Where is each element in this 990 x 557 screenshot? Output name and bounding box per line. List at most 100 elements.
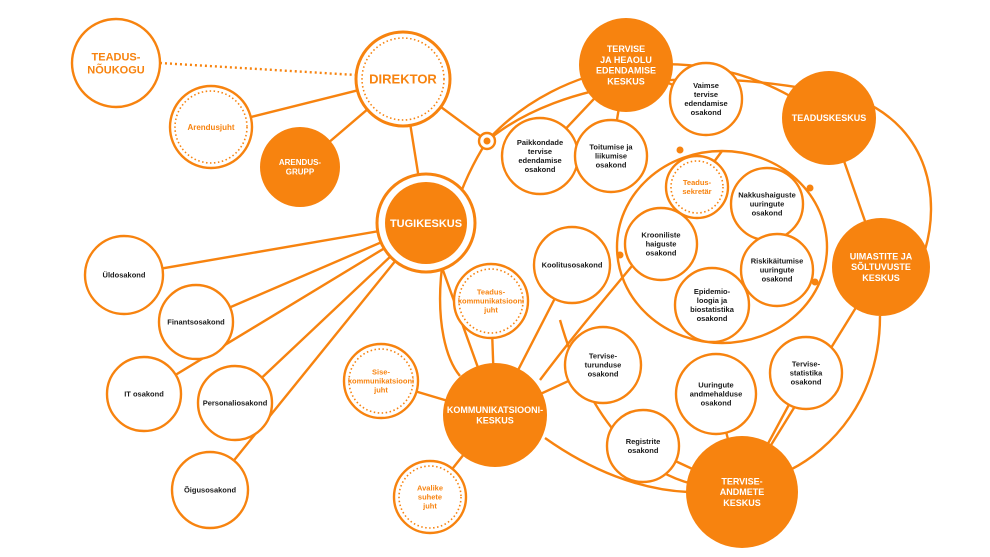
node-label-line: Arendusjuht — [187, 123, 234, 132]
node-label-line: kommunikatsiooni — [458, 297, 524, 306]
node-disc — [832, 218, 930, 316]
node-finants[interactable]: Finantsosakond — [157, 283, 235, 361]
node-label-line: TEADUSKESKUS — [792, 113, 867, 123]
node-label-line: Personaliosakond — [203, 399, 268, 408]
node-it[interactable]: IT osakond — [105, 355, 183, 433]
node-label-line: IT osakond — [124, 390, 164, 399]
node-label-line: osakond — [588, 370, 619, 379]
hub-dot — [483, 137, 491, 145]
node-label-line: osakond — [762, 275, 793, 284]
node-label-line: tervise — [694, 90, 718, 99]
node-uldosakond[interactable]: Üldosakond — [83, 234, 165, 316]
node-label-line: GRUPP — [286, 168, 315, 177]
node-label-line: osakond — [628, 446, 659, 455]
node-label-line: Teadus- — [683, 178, 712, 187]
node-inner-dotted-ring — [174, 90, 248, 164]
node-label-line: TERVISE — [607, 44, 645, 54]
node-label-line: Epidemio- — [694, 287, 731, 296]
node-label-line: TEADUS- — [92, 51, 141, 63]
node-ring — [157, 283, 235, 361]
orbit-bottom-arc — [544, 437, 689, 494]
junction-dot — [616, 251, 624, 259]
node-teadussekretar[interactable]: Teadus-sekretär — [664, 154, 730, 220]
node-disc — [443, 363, 547, 467]
node-label-line: osakond — [646, 249, 677, 258]
node-label-line: uuringute — [750, 200, 785, 209]
node-ring — [354, 30, 452, 128]
node-label-line: Avalike — [417, 484, 443, 493]
node-label-line: juht — [373, 386, 388, 395]
node-label-line: osakond — [596, 161, 627, 170]
node-label-line: edendamise — [684, 99, 727, 108]
node-disc — [260, 127, 340, 207]
node-koolitus[interactable]: Koolitusosakond — [532, 225, 612, 305]
node-kommkeskus[interactable]: KOMMUNIKATSIOONI-KESKUS — [443, 363, 547, 467]
connector-line-tugikeskus-uldosakond — [123, 221, 427, 277]
node-ring — [168, 84, 254, 170]
node-ring — [664, 154, 730, 220]
orbit-right-arc — [789, 315, 882, 472]
node-ring — [768, 335, 844, 411]
node-oigus[interactable]: Õigusosakond — [170, 450, 250, 530]
node-ring — [452, 262, 530, 340]
node-label-line: DIREKTOR — [369, 72, 437, 87]
node-label-line: Üldosakond — [103, 271, 146, 280]
node-label-line: Registrite — [626, 437, 661, 446]
node-ring — [573, 118, 649, 194]
node-direktor[interactable]: DIREKTOR — [354, 30, 452, 128]
node-label-line: andmehalduse — [690, 390, 743, 399]
node-ring — [668, 61, 744, 137]
node-label-line: TERVISE- — [721, 476, 762, 486]
node-label-line: KESKUS — [862, 273, 900, 283]
node-label-line: ANDMETE — [720, 487, 765, 497]
node-disc — [686, 436, 798, 548]
junction-dot — [806, 184, 814, 192]
node-label-line: kommunikatsiooni — [348, 377, 414, 386]
node-label-line: suhete — [418, 493, 442, 502]
node-label-line: Nakkushaiguste — [738, 191, 796, 200]
node-label-line: juht — [422, 502, 437, 511]
node-teadusnoukogu[interactable]: TEADUS-NÕUKOGU — [70, 17, 162, 109]
node-label-line: statistika — [790, 369, 823, 378]
node-label-line: TUGIKESKUS — [390, 218, 462, 230]
node-teaduskeskus[interactable]: TEADUSKESKUS — [782, 71, 876, 165]
node-ring — [392, 459, 468, 535]
node-label-line: Teadus- — [477, 288, 506, 297]
node-arendusjuht[interactable]: Arendusjuht — [168, 84, 254, 170]
node-ring — [563, 325, 643, 405]
node-tugikeskus[interactable]: TUGIKESKUS — [375, 172, 477, 274]
node-ring — [532, 225, 612, 305]
node-ring — [105, 355, 183, 433]
node-label-line: Tervise- — [589, 352, 618, 361]
node-personali[interactable]: Personaliosakond — [196, 364, 274, 442]
node-label-line: Koolitusosakond — [542, 261, 603, 270]
node-label-line: KESKUS — [723, 498, 761, 508]
node-ring — [342, 342, 420, 420]
node-arendusgrupp[interactable]: ARENDUS-GRUPP — [260, 127, 340, 207]
node-label-line: Vaimse — [693, 81, 719, 90]
orbit-left-arc — [438, 140, 489, 377]
node-label-line: tervise — [528, 147, 552, 156]
node-label-line: edendamise — [518, 156, 561, 165]
node-label-line: KESKUS — [607, 76, 645, 86]
node-label-line: juht — [483, 306, 498, 315]
node-ring — [83, 234, 165, 316]
